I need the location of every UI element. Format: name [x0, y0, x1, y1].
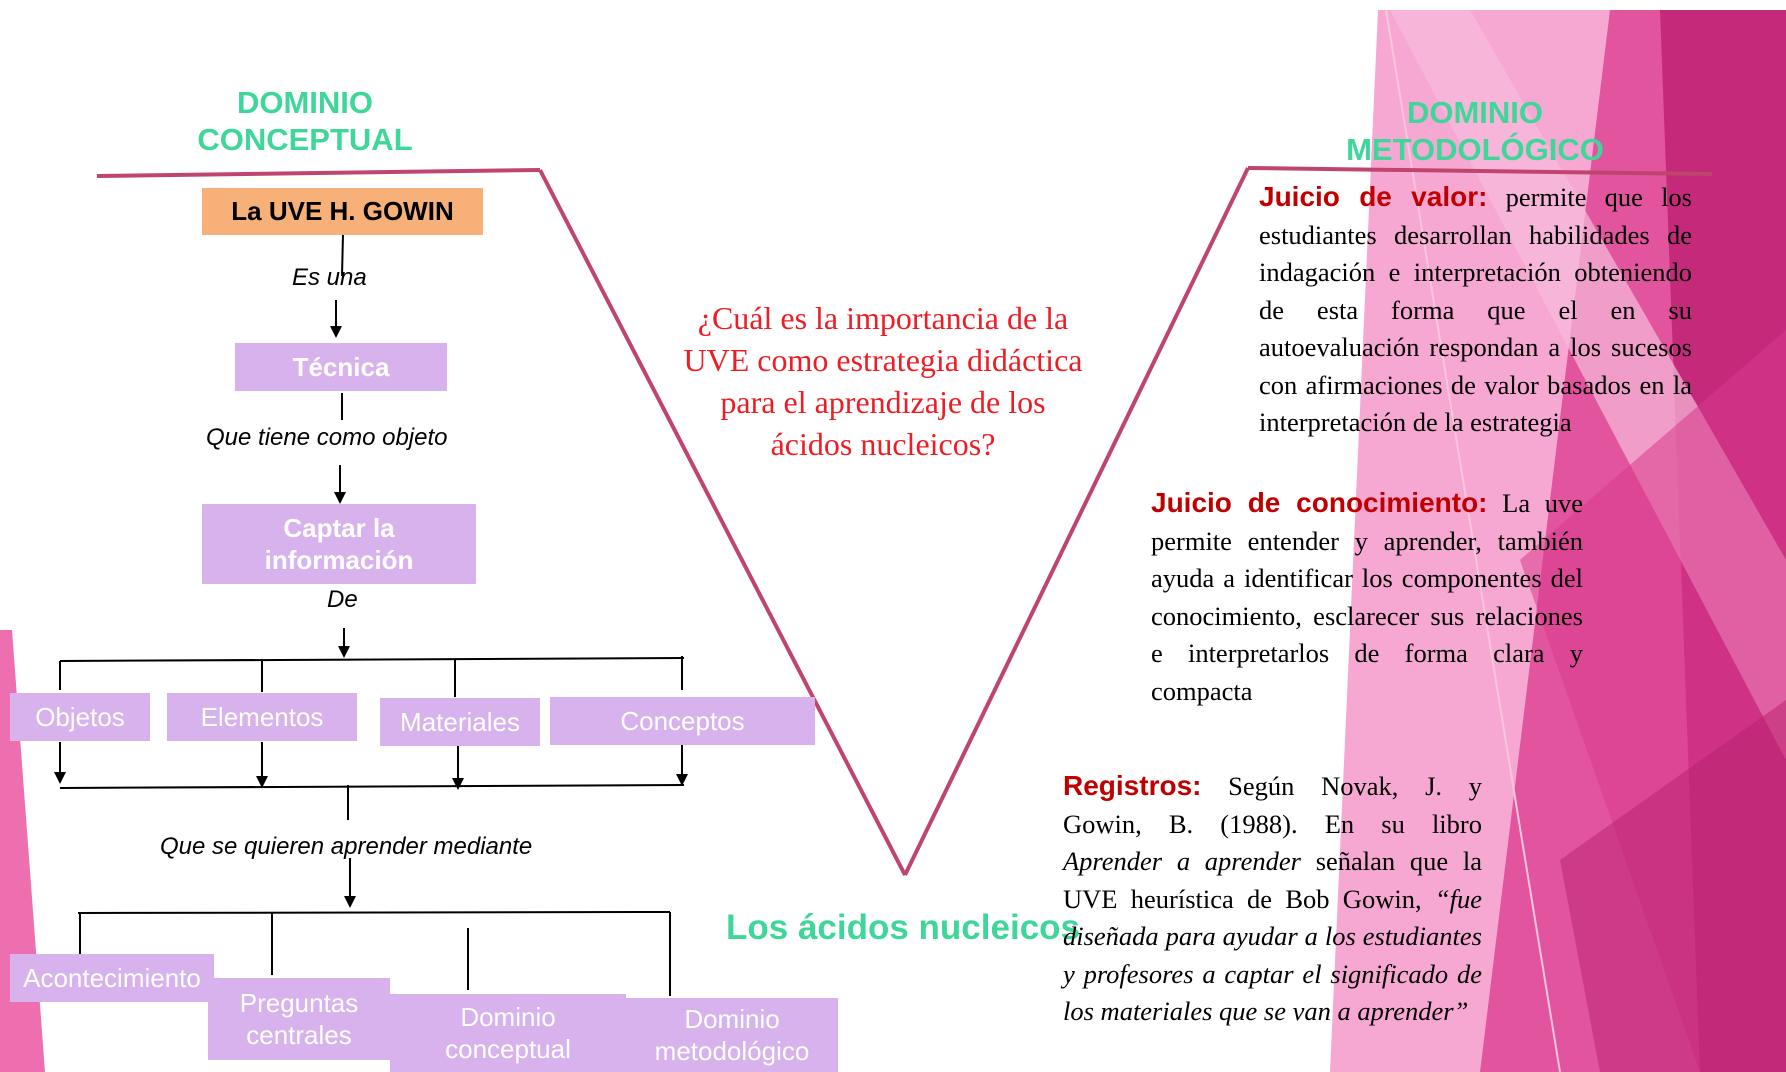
records-label: Registros: — [1063, 770, 1202, 801]
topic-label: Los ácidos nucleicos — [726, 908, 1080, 947]
knowledge-judgment-paragraph: Juicio de conocimiento: La uve permite e… — [1151, 484, 1583, 710]
concept-map-arrowheads — [54, 326, 688, 908]
link-label-es-una: Es una — [292, 264, 367, 291]
conceptual-domain-title: DOMINIO CONCEPTUAL — [197, 85, 413, 157]
concept-map-connectors — [59, 233, 685, 996]
records-quote: “fue diseñada para ayudar a los estudian… — [1063, 883, 1482, 1027]
right-pink-streak-3 — [1560, 700, 1786, 1072]
link-label-de: De — [327, 586, 358, 613]
link-label-mediante: Que se quieren aprender mediante — [160, 833, 533, 860]
technique-node: Técnica — [235, 343, 447, 391]
link-label-objeto: Que tiene como objeto — [206, 424, 448, 451]
capture-node: Captar la información — [202, 504, 476, 584]
records-book-title: Aprender a aprender — [1063, 846, 1301, 876]
root-node: La UVE H. GOWIN — [202, 188, 483, 235]
objects-node: Objetos — [10, 693, 150, 741]
records-paragraph: Registros: Según Novak, J. y Gowin, B. (… — [1063, 767, 1482, 1031]
central-questions-node: Preguntas centrales — [208, 978, 390, 1060]
value-judgment-label: Juicio de valor: — [1259, 181, 1488, 212]
value-judgment-text: permite que los estudiantes desarrollan … — [1259, 182, 1692, 437]
methodological-domain-node: Dominio metodológico — [626, 998, 838, 1072]
records-text-2: señalan que la UVE heurística de Bob Gow… — [1063, 846, 1482, 914]
vee-shape — [96, 166, 1713, 876]
value-judgment-paragraph: Juicio de valor: permite que los estudia… — [1259, 178, 1692, 442]
materials-node: Materiales — [380, 698, 540, 746]
concepts-node: Conceptos — [550, 697, 815, 745]
event-node: Acontecimiento — [10, 954, 214, 1002]
conceptual-domain-node: Dominio conceptual — [390, 994, 626, 1072]
methodological-domain-title: DOMINIO METODOLÓGICO — [1346, 95, 1604, 167]
elements-node: Elementos — [167, 693, 357, 741]
knowledge-judgment-text: La uve permite entender y aprender, tamb… — [1151, 488, 1584, 706]
knowledge-judgment-label: Juicio de conocimiento: — [1151, 487, 1488, 518]
records-text-1: Según Novak, J. y Gowin, B. (1988). En s… — [1063, 771, 1482, 839]
central-question: ¿Cuál es la importancia de la UVE como e… — [683, 300, 1083, 462]
